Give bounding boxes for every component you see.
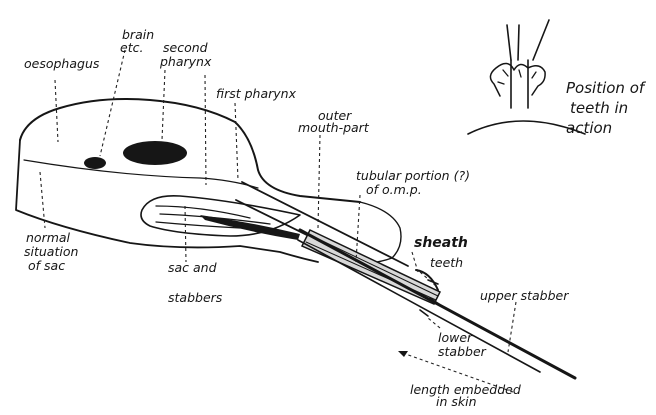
label-teeth: teeth [430,255,463,270]
label-tubular: tubular portion (?) [356,168,470,183]
label-teeth-in: teeth in [570,99,628,117]
second-pharynx [123,141,187,165]
label-normal: normal [26,230,71,245]
label-lower-stabber: stabber [438,344,487,359]
label-situation: situation [24,244,78,259]
label-etc: etc. [120,40,143,55]
label-mouth-part: mouth-part [298,120,370,135]
labels: oesophagus brain etc. second pharynx fir… [24,27,647,409]
label-pharynx: pharynx [159,54,212,69]
label-position-of: Position of [566,79,647,97]
sac-and-stabbers [141,196,300,240]
label-upper-stabber: upper stabber [480,288,569,303]
lower-stabber [298,240,540,372]
label-action: action [566,119,612,137]
label-first-pharynx: first pharynx [216,86,297,101]
teeth-in-action-inset [468,20,585,134]
label-omp: of o.m.p. [366,182,422,197]
label-of-sac: of sac [28,258,65,273]
label-second: second [163,40,208,55]
brain [84,157,106,169]
label-sheath: sheath [414,235,468,251]
label-oesophagus: oesophagus [24,56,100,71]
label-sac-and: sac and [168,260,217,275]
label-lower: lower [438,330,473,345]
label-in-skin: in skin [436,394,477,409]
label-stabbers: stabbers [168,290,223,305]
